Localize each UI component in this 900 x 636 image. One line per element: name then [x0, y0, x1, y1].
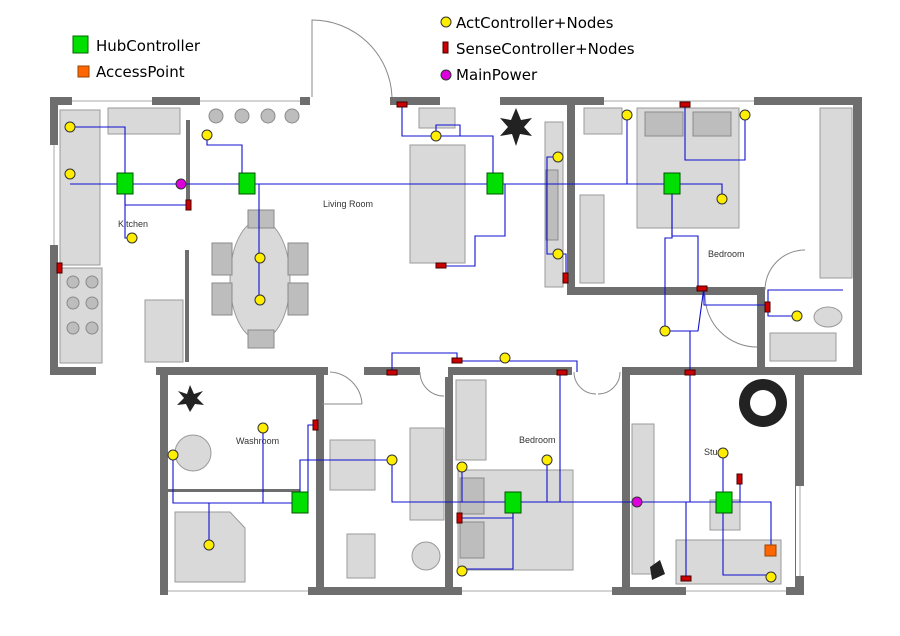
act-controller — [167, 449, 179, 461]
hub-controller — [663, 172, 681, 195]
act-controller — [64, 168, 76, 180]
room-label-living: Living Room — [323, 199, 373, 209]
sense-controller — [764, 301, 771, 313]
walls — [48, 95, 862, 597]
sense-controller — [185, 199, 192, 211]
act-controller — [552, 248, 564, 260]
legend-power-label: MainPower — [456, 66, 538, 84]
legend-hub-swatch — [72, 35, 89, 54]
main-power — [175, 178, 187, 190]
hub-controller — [116, 172, 134, 195]
act-controller — [765, 571, 777, 583]
act-controller — [621, 109, 633, 121]
act-controller — [203, 539, 215, 551]
sense-controller — [556, 369, 568, 376]
sense-controller — [736, 473, 743, 485]
act-controller — [499, 352, 511, 364]
room-label-bedroom-upper: Bedroom — [708, 249, 745, 259]
room-label-washroom: Washroom — [236, 436, 279, 446]
sense-controller — [386, 369, 398, 376]
act-controller — [791, 310, 803, 322]
legend-access-label: AccessPoint — [96, 63, 185, 81]
sense-controllers — [56, 101, 771, 582]
sense-controller — [679, 101, 691, 108]
act-controllers — [64, 109, 803, 583]
hub-controller — [486, 172, 504, 195]
doors — [311, 19, 806, 405]
act-controller — [254, 252, 266, 264]
act-controller — [386, 454, 398, 466]
legend-sense-swatch — [442, 41, 449, 54]
sense-controller — [562, 272, 569, 284]
sense-controller — [56, 262, 63, 274]
hub-controller — [504, 491, 522, 514]
act-controller — [430, 130, 442, 142]
sense-controller — [680, 575, 692, 582]
act-controller — [64, 121, 76, 133]
act-controller — [456, 565, 468, 577]
act-controller — [716, 193, 728, 205]
hub-controller — [715, 491, 733, 514]
hub-controller — [238, 172, 256, 195]
furniture — [59, 107, 853, 585]
room-label-study: Study — [704, 447, 728, 457]
sense-controller — [696, 285, 708, 292]
sense-controller — [396, 101, 408, 108]
act-controller — [717, 447, 729, 459]
hub-controllers — [116, 172, 733, 514]
main-power-points — [175, 178, 643, 508]
legend-power-swatch — [440, 69, 452, 81]
act-controller — [659, 325, 671, 337]
sense-controller — [684, 369, 696, 376]
hub-controller — [291, 491, 309, 514]
room-labels: Kitchen Living Room Bedroom Washroom Bed… — [118, 199, 745, 457]
access-point — [764, 544, 777, 557]
room-label-kitchen: Kitchen — [118, 219, 148, 229]
act-controller — [552, 151, 564, 163]
sense-controller — [435, 262, 447, 269]
act-controller — [254, 294, 266, 306]
sense-controller — [312, 419, 319, 431]
main-power — [631, 496, 643, 508]
legend: HubController AccessPoint ActController+… — [72, 14, 635, 84]
act-controller — [456, 461, 468, 473]
room-label-bedroom-lower: Bedroom — [519, 435, 556, 445]
legend-act-label: ActController+Nodes — [456, 14, 614, 32]
act-controller — [126, 232, 138, 244]
act-controller — [541, 454, 553, 466]
sense-controller — [451, 357, 463, 364]
sense-controller — [456, 512, 463, 524]
act-controller — [739, 109, 751, 121]
legend-hub-label: HubController — [96, 37, 201, 55]
legend-sense-label: SenseController+Nodes — [456, 40, 635, 58]
act-controller — [257, 422, 269, 434]
legend-act-swatch — [440, 16, 452, 28]
act-controller — [201, 129, 213, 141]
legend-access-swatch — [77, 65, 90, 78]
